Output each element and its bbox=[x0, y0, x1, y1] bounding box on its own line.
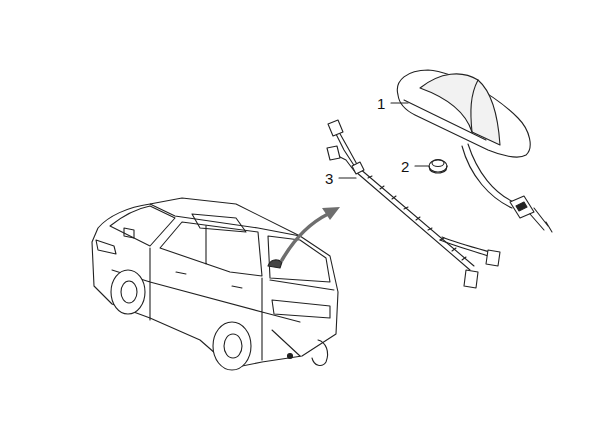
antenna-cable bbox=[462, 144, 516, 208]
antenna-base bbox=[397, 70, 530, 157]
pointer-arrow-shaft bbox=[282, 214, 328, 260]
grommet-side bbox=[429, 166, 447, 173]
callout-number: 2 bbox=[401, 159, 409, 174]
callout-number: 3 bbox=[325, 171, 333, 186]
car-far-wheel bbox=[312, 340, 328, 365]
antenna-fin-edge bbox=[404, 80, 486, 140]
car-door-handle bbox=[176, 272, 242, 288]
harness-clip bbox=[352, 162, 364, 174]
car-headlight bbox=[96, 228, 134, 254]
car-rear-wheel bbox=[213, 322, 251, 370]
grommet-drawing bbox=[429, 160, 447, 174]
pointer-arrow-head bbox=[322, 207, 340, 220]
harness-branch-connector bbox=[486, 250, 500, 266]
car-windshield bbox=[110, 206, 175, 246]
harness-main bbox=[356, 168, 474, 270]
antenna-drawing bbox=[397, 70, 552, 232]
harness-top-connector-b bbox=[327, 146, 340, 160]
harness-top-connector-a bbox=[328, 120, 343, 136]
harness-tape bbox=[368, 176, 466, 260]
harness-branch bbox=[440, 237, 490, 256]
car-rear-window bbox=[268, 236, 330, 282]
grommet-outer bbox=[429, 160, 447, 172]
leader-line bbox=[339, 177, 356, 178]
car-tail-light bbox=[288, 354, 293, 359]
antenna-plug bbox=[530, 208, 552, 232]
harness-end-connector bbox=[464, 270, 478, 288]
leader-line bbox=[415, 165, 428, 166]
car-front-hub bbox=[121, 281, 137, 303]
car-antenna-bump bbox=[268, 260, 282, 268]
antenna-connector-lock bbox=[516, 202, 527, 211]
car-rear-hub bbox=[224, 334, 242, 358]
antenna-fin bbox=[420, 74, 500, 145]
leader-line bbox=[391, 102, 408, 103]
harness-drawing bbox=[327, 120, 500, 288]
grommet-inner bbox=[432, 160, 444, 167]
car-side-window bbox=[160, 222, 262, 276]
car-drawing bbox=[92, 198, 338, 370]
callout-number: 1 bbox=[377, 96, 385, 111]
car-front-wheel bbox=[111, 270, 145, 314]
car-side-line bbox=[112, 248, 300, 360]
